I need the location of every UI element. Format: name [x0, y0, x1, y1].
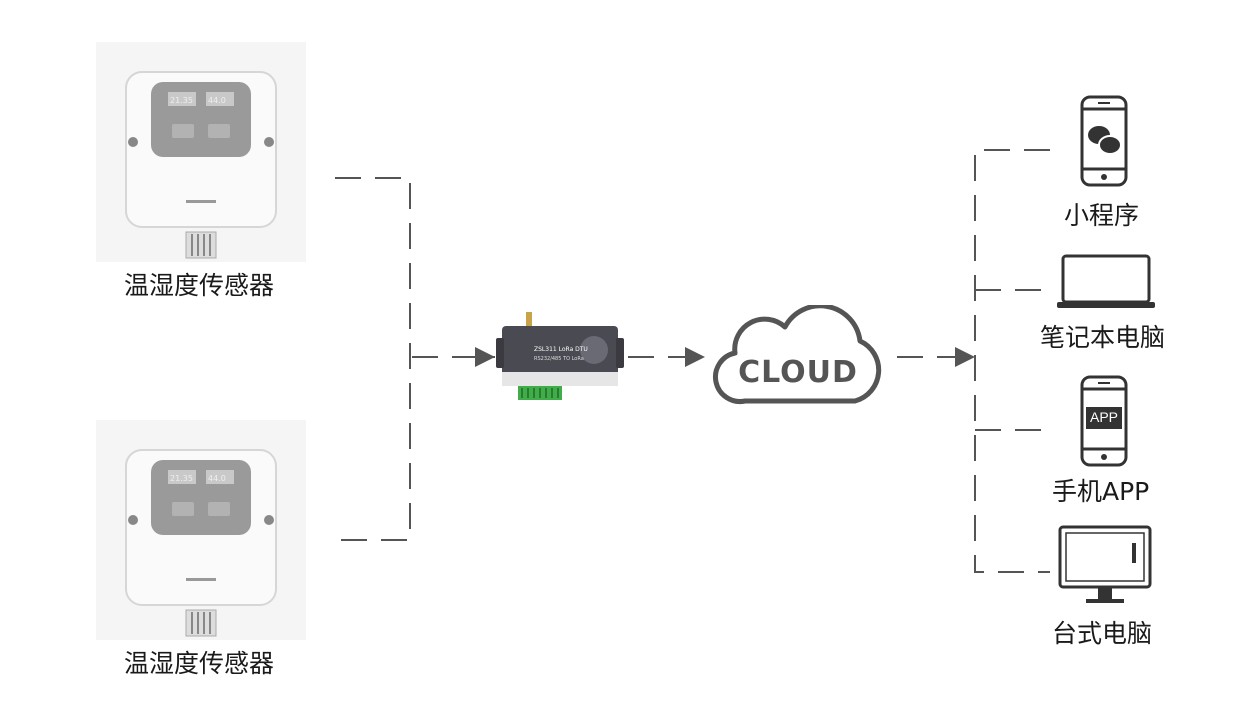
sensor-display-right: 44.0 — [208, 96, 226, 105]
laptop-icon — [1057, 254, 1155, 308]
humidity-sensor-icon — [125, 449, 277, 637]
lora-dtu-gateway: ZSL311 LoRa DTU RS232/485 TO LoRa — [496, 310, 624, 405]
endpoint-app-phone: APP — [1080, 375, 1128, 467]
gateway-title: ZSL311 LoRa DTU — [534, 346, 588, 353]
app-screen-text: APP — [1089, 409, 1118, 425]
endpoint-label-miniprogram: 小程序 — [1064, 201, 1140, 230]
sensor-label-2: 温湿度传感器 — [124, 649, 275, 678]
sensor-display-left: 21.35 — [170, 474, 193, 483]
endpoint-label-laptop: 笔记本电脑 — [1040, 323, 1166, 352]
cloud-label: CLOUD — [738, 355, 858, 390]
desktop-monitor-icon — [1058, 525, 1152, 603]
endpoint-wechat-phone — [1080, 95, 1128, 187]
cloud: CLOUD — [705, 305, 895, 410]
phone-app-icon — [1080, 375, 1128, 467]
sensor-display-right: 44.0 — [208, 474, 226, 483]
gateway-subtitle: RS232/485 TO LoRa — [534, 356, 584, 362]
endpoint-desktop — [1058, 525, 1152, 609]
cloud-icon — [713, 305, 882, 404]
sensor-label-1: 温湿度传感器 — [124, 271, 275, 300]
endpoint-laptop — [1056, 254, 1156, 310]
wechat-phone-icon — [1080, 95, 1128, 187]
endpoint-label-app: 手机APP — [1052, 477, 1150, 506]
sensor-device-1: 21.35 44.0 — [96, 42, 306, 262]
sensor-display-left: 21.35 — [170, 96, 193, 105]
humidity-sensor-icon — [125, 71, 277, 259]
sensor-device-2: 21.35 44.0 — [96, 420, 306, 640]
endpoint-label-desktop: 台式电脑 — [1052, 619, 1153, 648]
gateway-device-icon — [496, 312, 624, 400]
